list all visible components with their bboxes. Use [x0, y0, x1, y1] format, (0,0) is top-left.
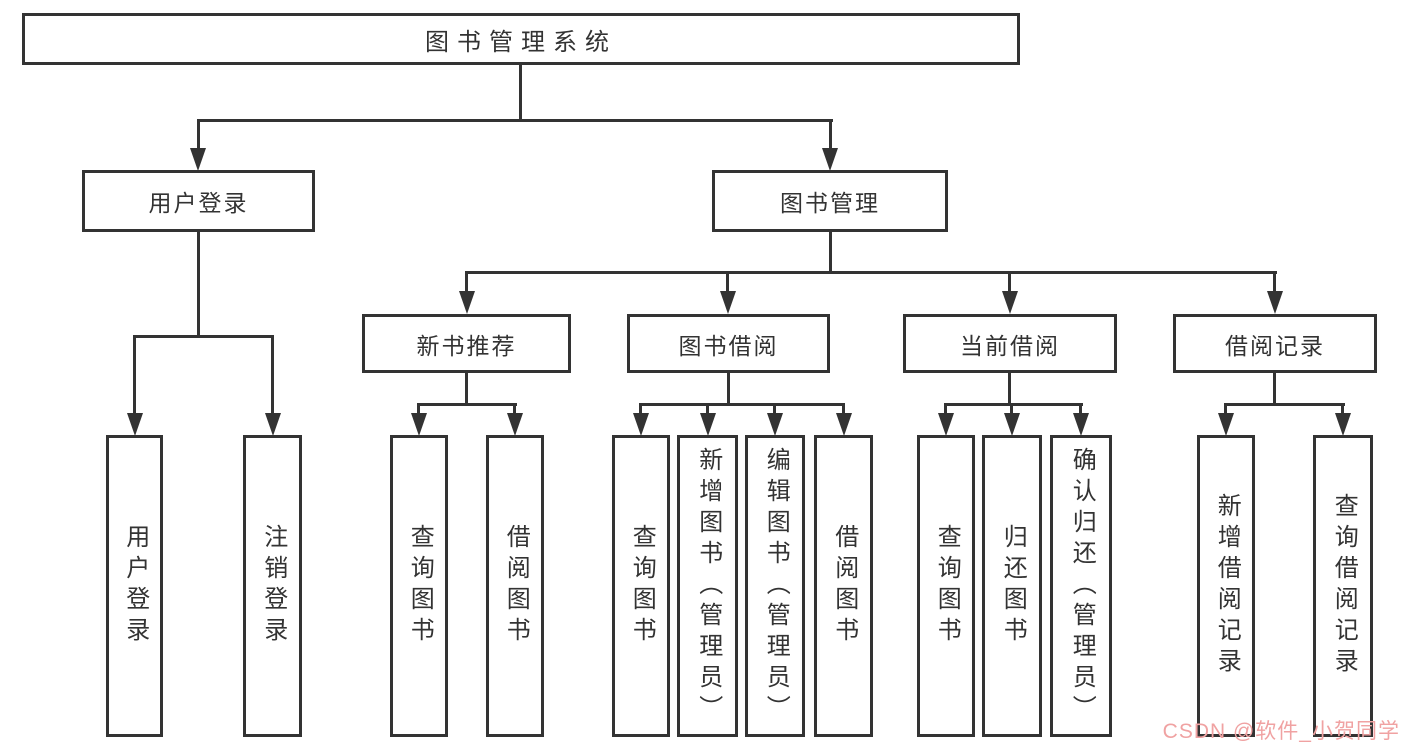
watermark: CSDN @软件_小贺同学	[1162, 720, 1400, 743]
leaf-cb-query-books-label: 查询图书	[933, 524, 961, 648]
leaf-br-query-borrow-record-label: 查询借阅记录	[1330, 493, 1358, 679]
connector-line	[1224, 403, 1345, 406]
leaf-bb-add-books-admin-label: 新增图书（管理员）	[694, 446, 722, 726]
leaf-bb-query-books: 查询图书	[612, 435, 670, 737]
arrow-down-icon	[1267, 291, 1283, 314]
leaf-nb-borrow-books-label: 借阅图书	[502, 524, 530, 648]
node-root-label: 图书管理系统	[425, 28, 617, 56]
arrow-down-icon	[822, 148, 838, 171]
connector-line	[271, 335, 274, 415]
leaf-cb-confirm-return-admin-label: 确认归还（管理员）	[1068, 446, 1096, 726]
leaf-nb-borrow-books: 借阅图书	[486, 435, 544, 737]
connector-line	[417, 403, 420, 416]
node-book-borrow-label: 图书借阅	[678, 332, 779, 359]
node-user-login-label: 用户登录	[148, 190, 249, 216]
connector-line	[465, 271, 1277, 274]
connector-line	[197, 119, 833, 122]
arrow-down-icon	[1218, 413, 1234, 436]
leaf-logout-login: 注销登录	[243, 435, 302, 737]
connector-line	[773, 403, 776, 416]
connector-line	[519, 65, 522, 122]
arrow-down-icon	[1335, 413, 1351, 436]
connector-line	[829, 119, 832, 151]
node-new-book-recommend-label: 新书推荐	[416, 332, 517, 359]
connector-line	[1079, 403, 1082, 416]
node-borrow-records-label: 借阅记录	[1225, 332, 1325, 359]
connector-line	[133, 335, 136, 415]
leaf-nb-query-books-label: 查询图书	[406, 524, 434, 648]
connector-line	[726, 271, 729, 295]
arrow-down-icon	[836, 413, 852, 436]
arrow-down-icon	[633, 413, 649, 436]
leaf-br-add-borrow-record: 新增借阅记录	[1197, 435, 1255, 737]
leaf-bb-query-books-label: 查询图书	[628, 524, 656, 648]
node-current-borrow-label: 当前借阅	[960, 332, 1060, 359]
connector-line	[513, 403, 516, 416]
arrow-down-icon	[265, 413, 281, 436]
leaf-user-login-label: 用户登录	[121, 524, 149, 648]
arrow-down-icon	[1073, 413, 1089, 436]
leaf-bb-borrow-books: 借阅图书	[814, 435, 873, 737]
leaf-cb-confirm-return-admin: 确认归还（管理员）	[1050, 435, 1112, 737]
node-root: 图书管理系统	[22, 13, 1020, 65]
leaf-bb-edit-books-admin-label: 编辑图书（管理员）	[762, 446, 790, 726]
node-new-book-recommend: 新书推荐	[362, 314, 571, 373]
node-current-borrow: 当前借阅	[903, 314, 1117, 373]
arrow-down-icon	[411, 413, 427, 436]
connector-line	[197, 232, 200, 338]
arrow-down-icon	[459, 291, 475, 314]
connector-line	[197, 119, 200, 151]
connector-line	[842, 403, 845, 416]
connector-line	[417, 403, 517, 406]
connector-line	[1273, 373, 1276, 406]
node-borrow-records: 借阅记录	[1173, 314, 1377, 373]
arrow-down-icon	[1004, 413, 1020, 436]
leaf-bb-borrow-books-label: 借阅图书	[830, 524, 858, 648]
arrow-down-icon	[127, 413, 143, 436]
arrow-down-icon	[507, 413, 523, 436]
leaf-nb-query-books: 查询图书	[390, 435, 448, 737]
connector-line	[1224, 403, 1227, 416]
connector-line	[465, 271, 468, 295]
leaf-bb-edit-books-admin: 编辑图书（管理员）	[745, 435, 805, 737]
connector-line	[1008, 373, 1011, 406]
connector-line	[944, 403, 947, 416]
leaf-bb-add-books-admin: 新增图书（管理员）	[677, 435, 738, 737]
node-book-manage-label: 图书管理	[780, 190, 880, 216]
connector-line	[706, 403, 709, 416]
connector-line	[133, 335, 274, 338]
node-book-manage: 图书管理	[712, 170, 948, 232]
arrow-down-icon	[720, 291, 736, 314]
connector-line	[1008, 271, 1011, 295]
connector-line	[1341, 403, 1344, 416]
leaf-cb-query-books: 查询图书	[917, 435, 975, 737]
arrow-down-icon	[938, 413, 954, 436]
connector-line	[639, 403, 845, 406]
leaf-cb-return-books: 归还图书	[982, 435, 1042, 737]
arrow-down-icon	[700, 413, 716, 436]
connector-line	[639, 403, 642, 416]
connector-line	[465, 373, 468, 406]
leaf-user-login: 用户登录	[106, 435, 163, 737]
leaf-logout-login-label: 注销登录	[259, 524, 287, 648]
leaf-br-add-borrow-record-label: 新增借阅记录	[1213, 493, 1241, 679]
connector-line	[1010, 403, 1013, 416]
connector-line	[727, 373, 730, 406]
arrow-down-icon	[1002, 291, 1018, 314]
connector-line	[944, 403, 1083, 406]
arrow-down-icon	[190, 148, 206, 171]
node-user-login: 用户登录	[82, 170, 315, 232]
node-book-borrow: 图书借阅	[627, 314, 830, 373]
leaf-cb-return-books-label: 归还图书	[999, 524, 1027, 648]
leaf-br-query-borrow-record: 查询借阅记录	[1313, 435, 1373, 737]
connector-line	[1273, 271, 1276, 295]
connector-line	[829, 232, 832, 274]
arrow-down-icon	[767, 413, 783, 436]
